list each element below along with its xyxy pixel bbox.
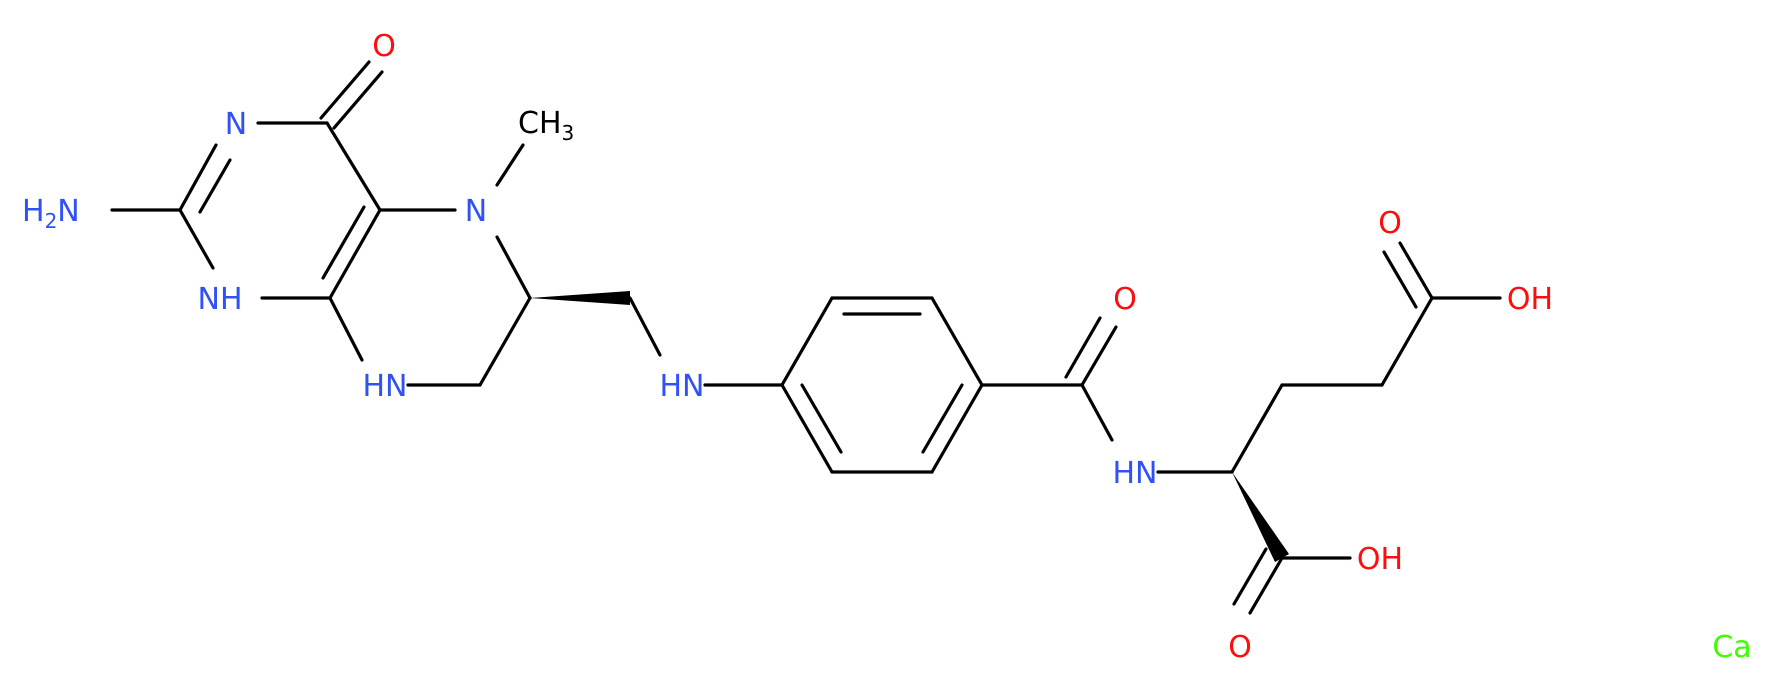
bond-c2-n1: [178, 208, 215, 270]
bond-calpha-cb: [1230, 383, 1284, 474]
bond-benz-3: [930, 296, 984, 387]
bond-c6-c7: [478, 296, 532, 387]
bond-amide-co-double: [1064, 316, 1102, 379]
bond-cg-cd: [1380, 296, 1434, 387]
bond-carbonyl-nh: [1080, 383, 1114, 442]
bond-benz-4: [930, 383, 984, 474]
acid-oxygen-bottom-label: O: [1228, 630, 1252, 665]
bond-n5-methyl: [495, 143, 525, 187]
bond-c4-o: [319, 60, 371, 120]
wedge-bond-c6-ch2: [530, 291, 630, 305]
bond-acid2-co: [1248, 556, 1284, 615]
acid-hydroxyl-bottom-label: OH: [1357, 542, 1403, 577]
bond-n3-c2: [178, 143, 218, 212]
bond-c8a-c4a: [328, 208, 382, 300]
hn-linker-atom-label: HN: [660, 369, 705, 404]
bond-benz-inner-3: [800, 383, 843, 454]
nh-atom-label: NH: [198, 282, 243, 317]
n-methyl-atom-label: N: [465, 194, 487, 229]
bond-benz-inner-2: [921, 383, 964, 454]
acid-oxygen-top-label: O: [1378, 206, 1402, 241]
bond-n5-c6: [495, 235, 532, 300]
bond-benz-6: [780, 383, 834, 474]
bond-c4a-c4: [325, 121, 382, 212]
hn-ring-atom-label: HN: [363, 369, 408, 404]
atom-labels: O N H2N NH HN N CH3 HN O HN O OH OH O Ca: [22, 29, 1752, 665]
bond-acid2-co-double: [1232, 547, 1268, 606]
acid-hydroxyl-top-label: OH: [1507, 282, 1553, 317]
bond-benz-1: [780, 296, 834, 387]
bond-n8-c8a: [328, 296, 364, 362]
bond-ch2-nh: [628, 296, 662, 357]
bond-lines: [110, 60, 1502, 615]
amide-oxygen-label: O: [1113, 282, 1137, 317]
methyl-group-label: CH3: [518, 106, 574, 145]
bond-acid1-co-double: [1382, 250, 1418, 309]
nitrogen-atom-label: N: [225, 107, 247, 142]
calcium-ion-label: Ca: [1712, 630, 1751, 665]
bond-c8a-c4a-double: [321, 205, 366, 280]
bond-amide-co: [1080, 325, 1118, 387]
wedge-bond-calpha-cooh: [1232, 472, 1289, 562]
bond-acid1-co: [1398, 241, 1434, 300]
oxygen-atom-label: O: [372, 29, 396, 64]
amino-group-label: H2N: [22, 194, 80, 233]
bond-n3-c2-double: [198, 158, 232, 214]
bond-c4-o-double: [332, 70, 384, 130]
amide-hn-atom-label: HN: [1113, 456, 1158, 491]
